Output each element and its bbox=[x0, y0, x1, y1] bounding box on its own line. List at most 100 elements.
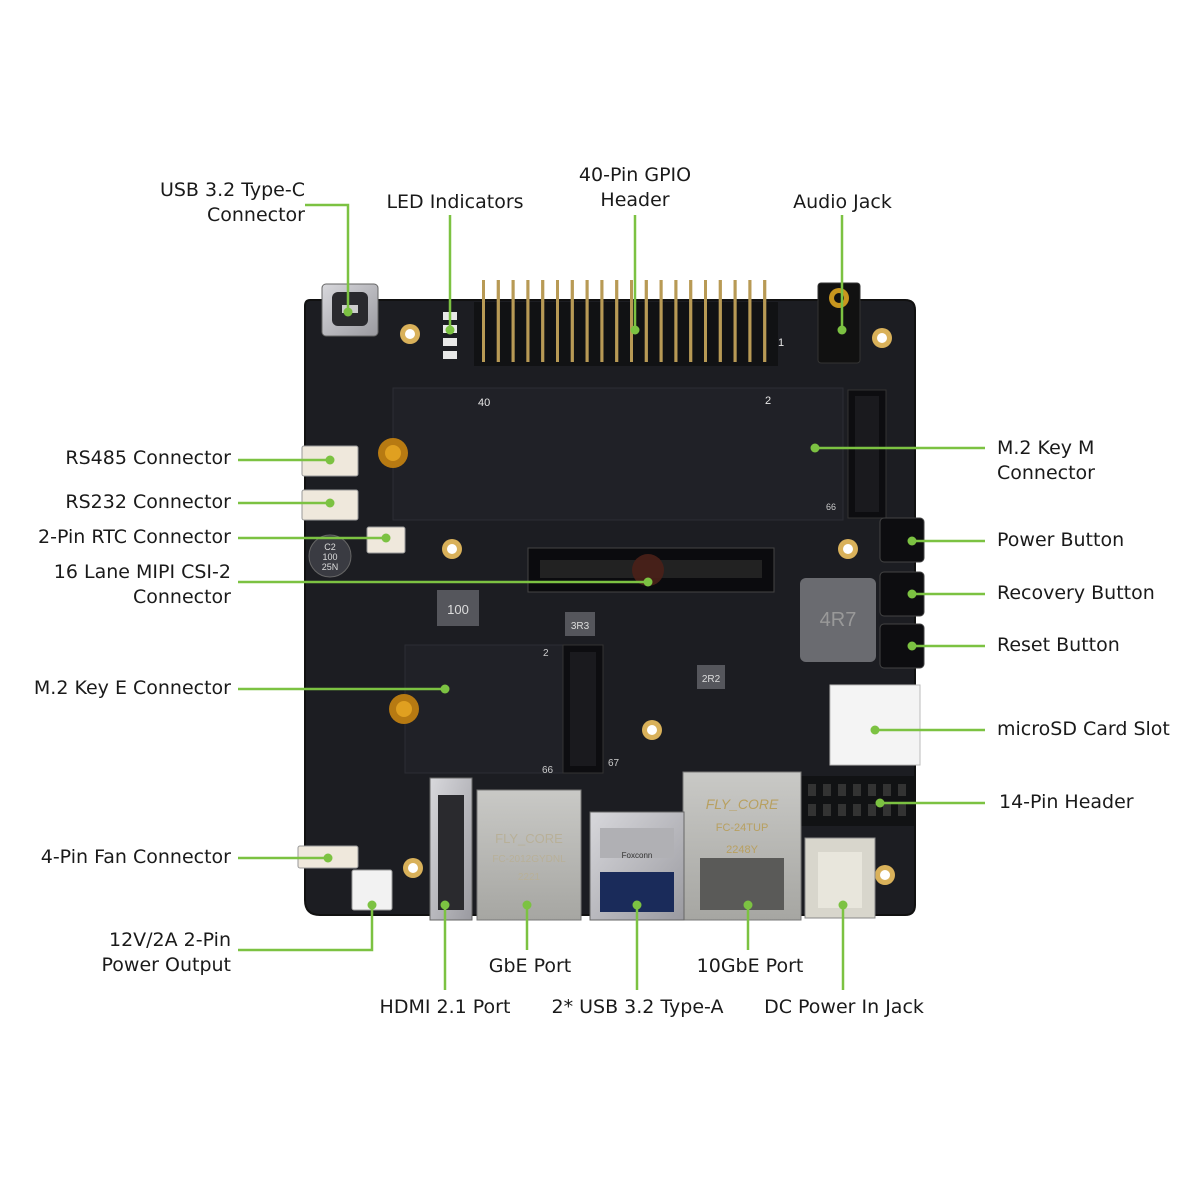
leader-dot-recovery-button bbox=[907, 589, 917, 599]
leader-dot-audio-jack bbox=[837, 325, 847, 335]
header-14-pin bbox=[808, 784, 816, 796]
m2-key-m-area bbox=[392, 387, 844, 521]
audio-jack-part bbox=[817, 282, 861, 364]
gpio-pin bbox=[511, 280, 515, 362]
m2e-pin-66: 66 bbox=[542, 765, 554, 776]
label-10gbe-port: 10GbE Port bbox=[680, 954, 820, 979]
label-usb-type-c-line-1: USB 3.2 Type-C bbox=[159, 179, 305, 201]
gpio-pin bbox=[748, 280, 752, 362]
gpio-pin bbox=[763, 280, 767, 362]
pin-2-mark: 2 bbox=[765, 395, 771, 407]
header-14-pin bbox=[898, 784, 906, 796]
label-m2-key-m-line-1: M.2 Key M bbox=[997, 437, 1095, 459]
gpio-pins bbox=[482, 280, 767, 362]
m2e-pin-67: 67 bbox=[608, 758, 620, 769]
pin-header-14-part bbox=[800, 776, 914, 826]
eth-model-b: FC-24TUP bbox=[716, 822, 769, 834]
header-14-pin bbox=[868, 784, 876, 796]
m2-key-m-socket bbox=[847, 389, 887, 519]
leader-dot-rtc-connector-2pin bbox=[381, 533, 391, 543]
leader-dot-fan-connector-4pin bbox=[323, 853, 333, 863]
leader-dot-usb-type-c-connector bbox=[343, 307, 353, 317]
m2-key-e-socket bbox=[562, 644, 604, 774]
header-14-pin bbox=[883, 804, 891, 816]
label-10gbe-line-1: 10GbE Port bbox=[696, 955, 804, 977]
gpio-pin bbox=[689, 280, 693, 362]
gpio-pin bbox=[659, 280, 663, 362]
inductor-2r2-mark: 2R2 bbox=[702, 674, 721, 685]
leader-dot-dc-power-jack bbox=[838, 900, 848, 910]
gpio-pin bbox=[644, 280, 648, 362]
label-reset-button: Reset Button bbox=[997, 633, 1120, 658]
gpio-pin bbox=[630, 280, 633, 362]
eth-model-a: FC-2012GYDNL bbox=[492, 854, 566, 865]
leader-dot-gbe-port bbox=[522, 900, 532, 910]
header-14-pin bbox=[823, 784, 831, 796]
m2e-pin-2: 2 bbox=[543, 648, 549, 659]
leader-dot-rs232-connector bbox=[325, 498, 335, 508]
header-14-pins bbox=[808, 784, 906, 816]
header-14-pin bbox=[838, 804, 846, 816]
usb-a-stack bbox=[589, 811, 685, 921]
hdmi-jack bbox=[429, 777, 473, 921]
pin-40-mark: 40 bbox=[478, 397, 490, 409]
leader-dot-microsd-card-slot bbox=[870, 725, 880, 735]
header-14-pin bbox=[898, 804, 906, 816]
header-14-pin bbox=[853, 784, 861, 796]
inductor-100-mark: 100 bbox=[447, 602, 469, 617]
gpio-pin bbox=[496, 280, 500, 362]
label-dc-jack-line-1: DC Power In Jack bbox=[764, 996, 924, 1018]
label-mipi-line-2: Connector bbox=[133, 586, 231, 608]
gpio-pin bbox=[570, 280, 574, 362]
label-gpio-line-1: 40-Pin GPIO bbox=[578, 164, 692, 186]
label-usb-type-a-ports: 2* USB 3.2 Type-A bbox=[540, 995, 735, 1020]
inductor-4r7-mark: 4R7 bbox=[820, 609, 857, 631]
leader-dot-power-output-2pin bbox=[367, 900, 377, 910]
tactile-buttons bbox=[879, 517, 925, 669]
leader-dot-gpio-header-40pin bbox=[630, 325, 640, 335]
header-14-pin bbox=[808, 804, 816, 816]
label-rs232-line-1: RS232 Connector bbox=[65, 491, 231, 513]
label-recovery-button-line-1: Recovery Button bbox=[997, 582, 1155, 604]
gpio-pin bbox=[526, 280, 530, 362]
label-m2-key-m-connector: M.2 Key M Connector bbox=[997, 436, 1095, 486]
inductor-3r3-mark: 3R3 bbox=[571, 621, 590, 632]
label-usb-type-c-line-2: Connector bbox=[207, 204, 305, 226]
leader-dot-power-button bbox=[907, 536, 917, 546]
leader-usb-type-c-connector bbox=[305, 203, 350, 312]
label-audio-jack-line-1: Audio Jack bbox=[793, 191, 892, 213]
gpio-pin bbox=[585, 280, 589, 362]
label-power-output-line-1: 12V/2A 2-Pin bbox=[108, 929, 231, 951]
leader-dot-hdmi-port bbox=[440, 900, 450, 910]
gpio-pin bbox=[615, 280, 619, 362]
pin-1-mark: 1 bbox=[778, 337, 784, 349]
label-gpio-header-40pin: 40-Pin GPIO Header bbox=[550, 163, 720, 213]
leader-power-output-2pin bbox=[238, 905, 374, 952]
leader-dot-pin-header-14 bbox=[875, 798, 885, 808]
label-power-button: Power Button bbox=[997, 528, 1124, 553]
label-rs485-connector: RS485 Connector bbox=[0, 446, 231, 471]
label-fan-connector-4pin: 4-Pin Fan Connector bbox=[0, 845, 231, 870]
gbe-jack bbox=[476, 789, 582, 921]
label-led-indicators: LED Indicators bbox=[360, 190, 550, 215]
mipi-csi2-socket bbox=[527, 547, 775, 593]
gpio-pin bbox=[704, 280, 707, 362]
cap-mark-2: 100 bbox=[322, 552, 337, 562]
label-m2-key-m-line-2: Connector bbox=[997, 462, 1095, 484]
label-gbe-line-1: GbE Port bbox=[488, 955, 572, 977]
label-led-indicators-line-1: LED Indicators bbox=[386, 191, 524, 213]
label-power-output-2pin: 12V/2A 2-Pin Power Output bbox=[0, 928, 231, 978]
inductors bbox=[437, 578, 876, 689]
eth-brand-b: FLY_CORE bbox=[706, 796, 779, 812]
leader-dot-m2-key-m-connector bbox=[810, 443, 820, 453]
label-usb-a-line-1: 2* USB 3.2 Type-A bbox=[551, 996, 724, 1018]
usb-brand-mark: Foxconn bbox=[622, 851, 653, 860]
header-14-pin bbox=[838, 784, 846, 796]
gpio-header bbox=[474, 280, 778, 366]
label-power-output-line-2: Power Output bbox=[101, 954, 231, 976]
header-14-pin bbox=[853, 804, 861, 816]
standoffs bbox=[378, 438, 419, 724]
label-mipi-line-1: 16 Lane MIPI CSI-2 bbox=[53, 561, 231, 583]
